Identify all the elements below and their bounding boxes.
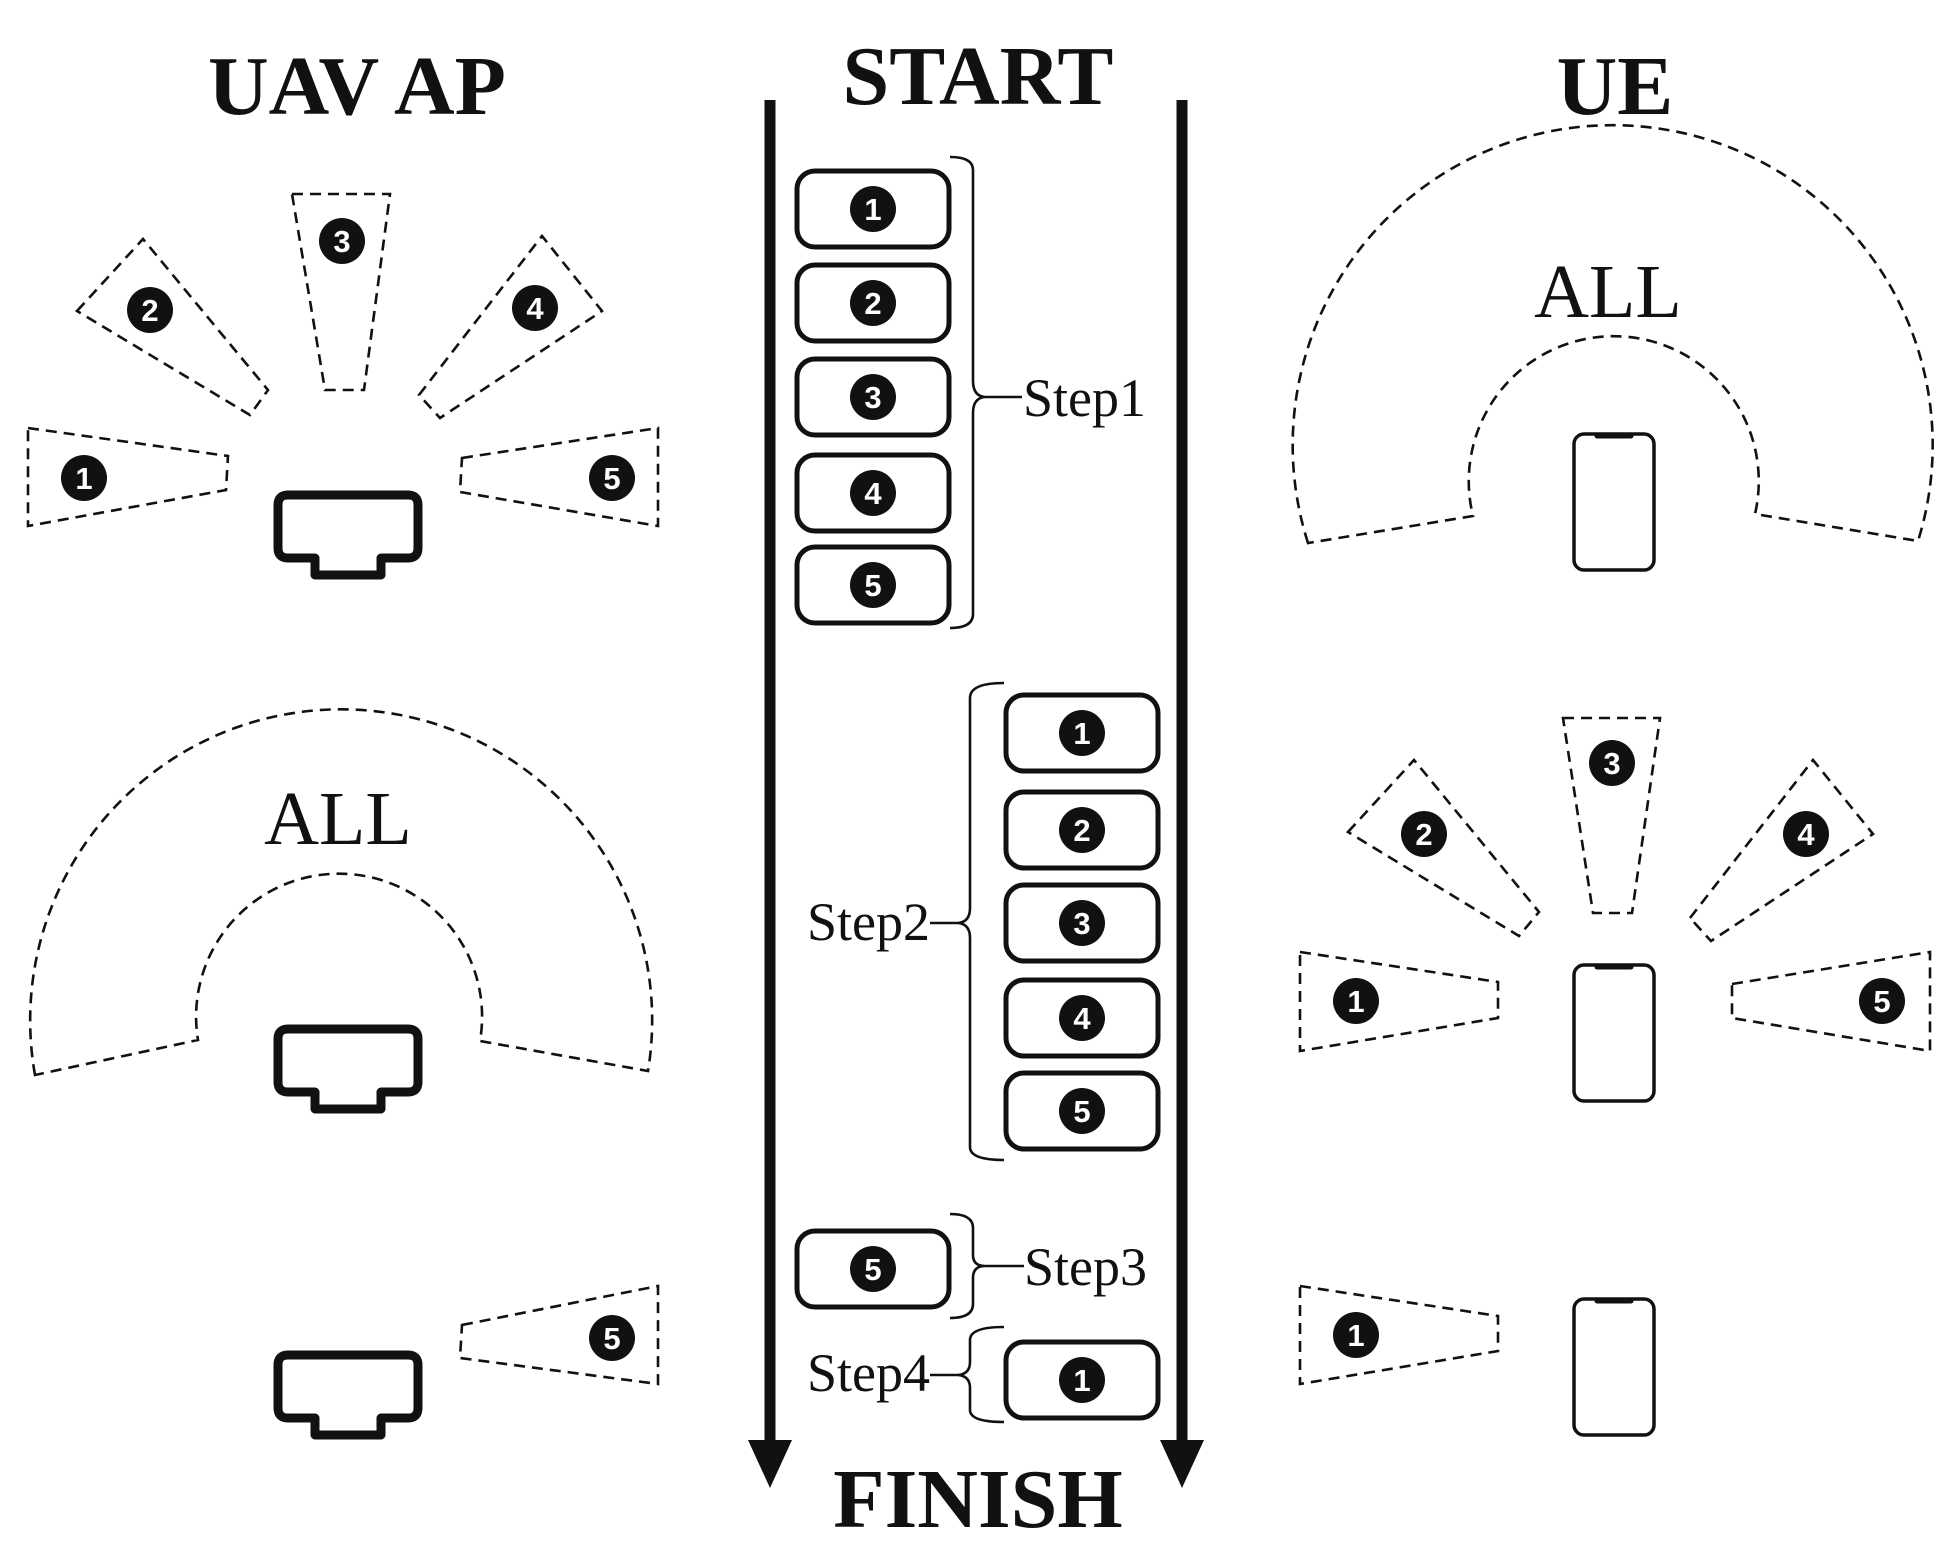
svg-text:4: 4 (864, 476, 882, 511)
svg-text:1: 1 (1347, 984, 1364, 1019)
svg-text:1: 1 (1073, 1363, 1090, 1398)
uav-beam-4: 4 (417, 233, 604, 420)
svg-text:2: 2 (141, 293, 158, 328)
ue-omni-pattern: ALL (1291, 123, 1934, 545)
ue-phone-icon (1574, 434, 1654, 570)
ue-heading: UE (1557, 40, 1674, 133)
svg-text:2: 2 (1415, 817, 1432, 852)
ue-beam-1: 1 (1298, 950, 1500, 1053)
step2-brace (957, 681, 1005, 1162)
svg-text:1: 1 (75, 461, 92, 496)
svg-text:4: 4 (1073, 1001, 1091, 1036)
svg-text:3: 3 (1073, 906, 1090, 941)
uav-beam-5-final: 5 (458, 1284, 660, 1386)
step4-brace (957, 1325, 1005, 1424)
uav-omni-pattern: ALL (28, 708, 654, 1077)
svg-text:1: 1 (1073, 716, 1090, 751)
svg-text:3: 3 (333, 224, 350, 259)
svg-text:2: 2 (1073, 813, 1090, 848)
svg-text:1: 1 (864, 192, 881, 227)
step1-brace (949, 155, 986, 630)
uav-beam-3: 3 (290, 192, 392, 392)
step3-label: Step3 (1024, 1237, 1147, 1297)
svg-text:5: 5 (1073, 1094, 1090, 1129)
uav-ap-device-icon (278, 1355, 418, 1435)
uav-ap-sector-beams: 1 2 3 4 5 (26, 192, 660, 528)
uav-beam-5: 5 (458, 426, 660, 528)
uav-all-label: ALL (264, 777, 412, 861)
uav-ap-device-icon (278, 495, 418, 575)
left-flow-arrow (748, 100, 792, 1488)
ue-phone-icon (1574, 965, 1654, 1101)
svg-text:5: 5 (1873, 984, 1890, 1019)
uav-beam-1: 1 (26, 426, 230, 528)
ue-phone-icon (1574, 1299, 1654, 1435)
ue-beam-2: 2 (1345, 758, 1541, 938)
right-flow-arrow (1160, 100, 1204, 1488)
ue-beam-5: 5 (1730, 950, 1932, 1053)
step3-brace (949, 1212, 986, 1320)
uav-beam-2: 2 (74, 237, 270, 417)
step4-label: Step4 (807, 1343, 930, 1403)
ue-all-label: ALL (1534, 250, 1682, 334)
uav-ap-heading: UAV AP (208, 40, 506, 133)
start-heading: START (843, 30, 1114, 123)
ue-sector-beams: 1 2 3 4 5 (1298, 716, 1932, 1053)
svg-text:5: 5 (603, 461, 620, 496)
svg-text:1: 1 (1347, 1318, 1364, 1353)
svg-text:2: 2 (864, 286, 881, 321)
ue-beam-1-final: 1 (1298, 1284, 1500, 1386)
svg-text:4: 4 (526, 291, 544, 326)
step1-beam-list: 1 2 3 4 5 (794, 168, 952, 626)
svg-text:4: 4 (1797, 817, 1815, 852)
svg-text:5: 5 (603, 1321, 620, 1356)
step2-label: Step2 (807, 892, 930, 952)
ue-beam-4: 4 (1688, 757, 1875, 943)
svg-text:3: 3 (864, 380, 881, 415)
step1-label: Step1 (1023, 368, 1146, 428)
svg-text:5: 5 (864, 568, 881, 603)
finish-heading: FINISH (833, 1453, 1122, 1546)
svg-text:5: 5 (864, 1252, 881, 1287)
step2-beam-list: 1 2 3 4 5 (1003, 692, 1161, 1152)
ue-beam-3: 3 (1561, 716, 1662, 915)
uav-ap-device-icon (278, 1029, 418, 1109)
svg-text:3: 3 (1603, 746, 1620, 781)
